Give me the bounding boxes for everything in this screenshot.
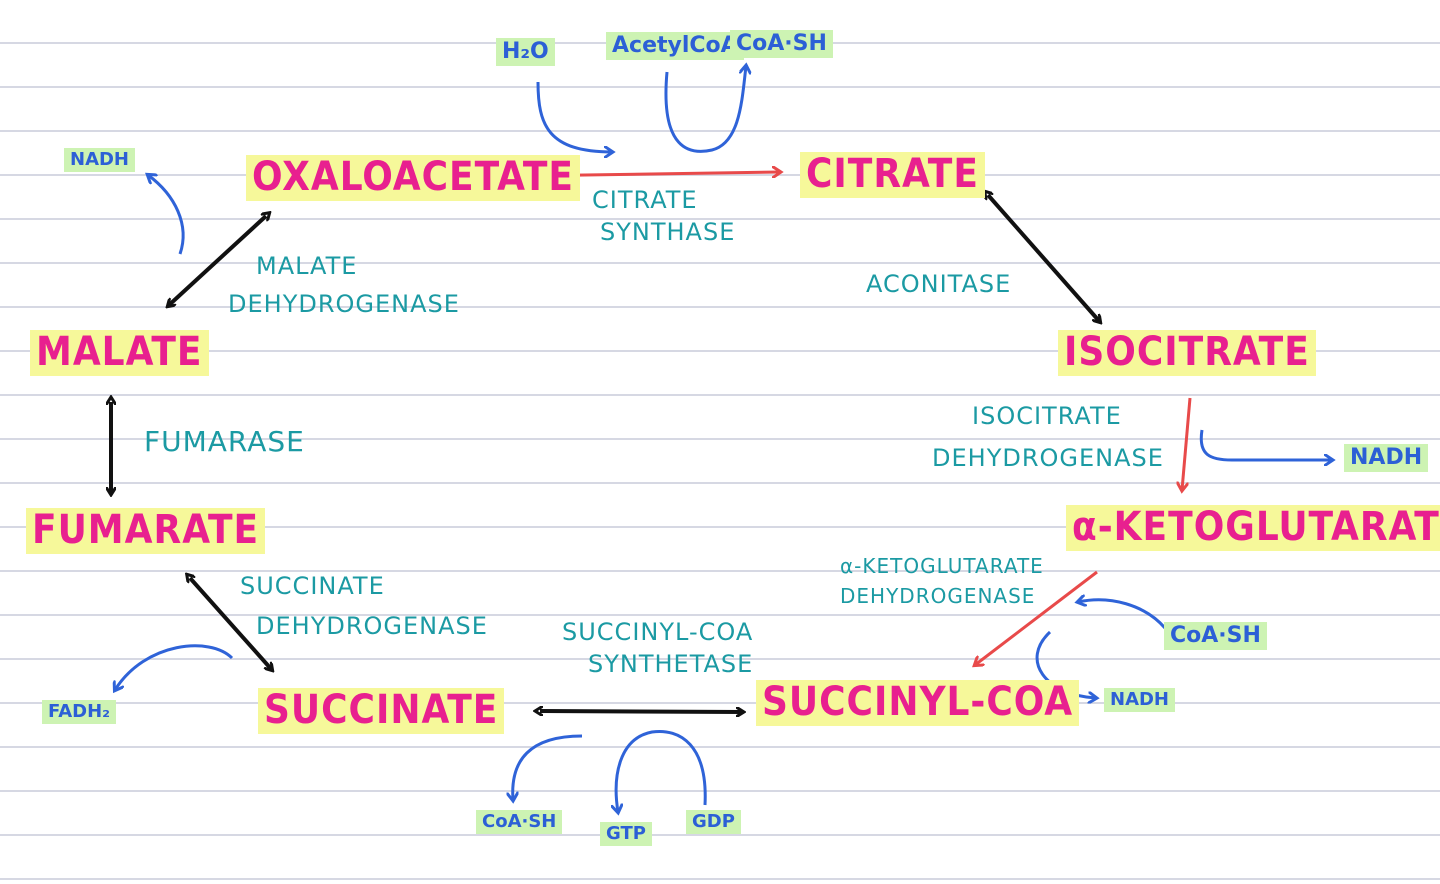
compound-alpha-ketoglutarate: α-KETOGLUTARATE xyxy=(1066,505,1440,551)
enzyme-succinyl-coa-synthetase-line2: SYNTHETASE xyxy=(588,650,754,678)
arrow-h2o-in xyxy=(536,81,612,152)
cofactor-coa-sh-bottom: CoA·SH xyxy=(476,810,563,834)
arrow-isocitrate-nadh xyxy=(1199,429,1332,460)
enzyme-isocitrate-dehydrogenase-line1: ISOCITRATE xyxy=(972,402,1122,430)
arrow-coa-sh-in-akg xyxy=(1078,600,1167,629)
arrow-gdp-to-gtp xyxy=(616,729,707,812)
enzyme-malate-dehydrogenase-line2: DEHYDROGENASE xyxy=(228,290,460,318)
enzyme-succinyl-coa-synthetase-line1: SUCCINYL-COA xyxy=(562,618,754,646)
cofactor-nadh-isocitrate: NADH xyxy=(1344,444,1429,472)
enzyme-isocitrate-dehydrogenase-line2: DEHYDROGENASE xyxy=(932,444,1164,472)
arrow-oxaloacetate-malate xyxy=(168,216,266,306)
compound-oxaloacetate: OXALOACETATE xyxy=(246,155,580,201)
cofactor-nadh-malate: NADH xyxy=(64,148,136,172)
enzyme-akg-dehydrogenase-line1: α-KETOGLUTARATE xyxy=(840,554,1044,578)
enzyme-aconitase: ACONITASE xyxy=(866,270,1012,298)
compound-succinyl-coa: SUCCINYL-COA xyxy=(756,680,1080,726)
cofactor-coa-sh-top: CoA·SH xyxy=(730,30,833,58)
cofactor-gtp: GTP xyxy=(600,822,652,846)
arrow-isocitrate-to-akg xyxy=(1182,397,1192,490)
cofactor-acetyl-coa: AcetylCoA xyxy=(606,32,744,60)
compound-fumarate: FUMARATE xyxy=(26,508,266,554)
arrow-nadh-out-malate xyxy=(148,175,185,255)
arrow-fadh2-out xyxy=(115,644,234,690)
arrow-succinate-succinyl-coa xyxy=(540,711,743,712)
cofactor-nadh-akg: NADH xyxy=(1104,688,1176,712)
enzyme-succinate-dehydrogenase-line1: SUCCINATE xyxy=(240,572,385,600)
cofactor-gdp: GDP xyxy=(686,810,741,834)
arrow-coa-sh-out-bottom xyxy=(513,734,583,800)
enzyme-fumarase: FUMARASE xyxy=(144,425,305,458)
enzyme-citrate-synthase-line1: CITRATE xyxy=(592,186,698,214)
enzyme-succinate-dehydrogenase-line2: DEHYDROGENASE xyxy=(256,612,488,640)
compound-isocitrate: ISOCITRATE xyxy=(1058,330,1316,376)
compound-succinate: SUCCINATE xyxy=(258,688,505,734)
cofactor-fadh2: FADH₂ xyxy=(42,700,117,724)
arrow-citrate-isocitrate xyxy=(988,195,1100,322)
arrow-nadh-out-akg xyxy=(1035,630,1096,698)
cofactor-h2o: H₂O xyxy=(496,38,555,66)
arrow-fumarate-succinate xyxy=(190,578,272,670)
compound-citrate: CITRATE xyxy=(800,152,985,198)
arrow-acetylcoa-loop xyxy=(664,66,746,153)
enzyme-akg-dehydrogenase-line2: DEHYDROGENASE xyxy=(840,584,1036,608)
compound-malate: MALATE xyxy=(30,330,209,376)
enzyme-malate-dehydrogenase-line1: MALATE xyxy=(256,252,358,280)
cofactor-coa-sh-akg: CoA·SH xyxy=(1164,622,1267,650)
arrow-akg-to-succinyl-coa xyxy=(975,570,1098,665)
enzyme-citrate-synthase-line2: SYNTHASE xyxy=(600,218,736,246)
